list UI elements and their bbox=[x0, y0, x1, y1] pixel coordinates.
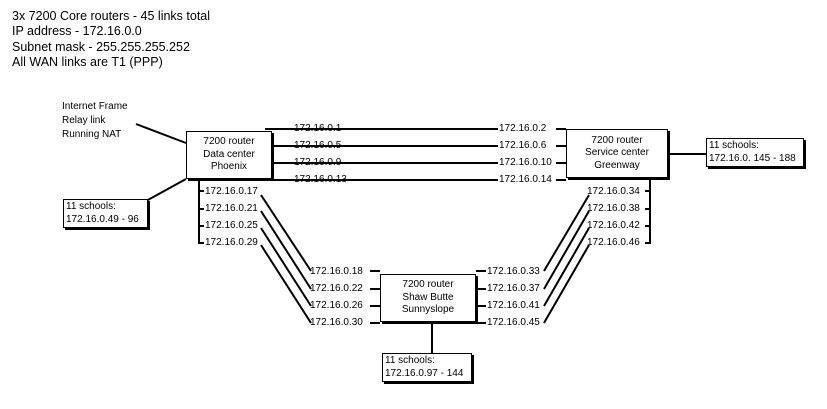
ip-label: 172.16.0.45 bbox=[487, 317, 540, 328]
ip-label: 172.16.0.17 bbox=[205, 186, 258, 197]
schools-label: 11 schools: bbox=[709, 140, 759, 151]
link-line-greenway-sunnyslope-3 bbox=[543, 227, 590, 307]
router-label: Data center bbox=[203, 148, 255, 160]
ip-label: 172.16.0.37 bbox=[487, 283, 540, 294]
internet-link-line bbox=[135, 123, 187, 144]
router-label: 7200 router bbox=[203, 136, 255, 148]
router-label: Service center bbox=[585, 147, 649, 159]
router-label: 7200 router bbox=[591, 134, 643, 146]
schools-sunnyslope: 11 schools: 172.16.0.97 - 144 bbox=[382, 353, 472, 382]
router-label: 7200 router bbox=[402, 279, 454, 291]
header-ip-address: IP address - 172.16.0.0 bbox=[12, 24, 142, 38]
ip-label: 172.16.0.10 bbox=[499, 157, 552, 168]
link-line-greenway-sunnyslope-4 bbox=[543, 244, 590, 324]
ip-label: 172.16.0.6 bbox=[499, 140, 547, 151]
phoenix-schools-line bbox=[145, 178, 187, 202]
router-label: Sunnyslope bbox=[401, 304, 455, 316]
header-core-routers: 3x 7200 Core routers - 45 links total bbox=[12, 9, 211, 23]
link-line-phoenix-sunnyslope-4 bbox=[260, 244, 312, 324]
router-label: Phoenix bbox=[210, 161, 248, 173]
ip-label: 172.16.0.14 bbox=[499, 174, 552, 185]
link-line-phoenix-sunnyslope-1 bbox=[260, 194, 312, 272]
ip-label: 172.16.0.34 bbox=[587, 186, 640, 197]
internet-note-line: Relay link bbox=[62, 115, 106, 126]
ip-label: 172.16.0.18 bbox=[310, 266, 363, 277]
ip-label: 172.16.0.29 bbox=[205, 237, 258, 248]
ip-label: 172.16.0.2 bbox=[499, 123, 547, 134]
link-line-phoenix-sunnyslope-2 bbox=[260, 210, 312, 290]
internet-note-line: Running NAT bbox=[62, 129, 122, 140]
router-greenway: 7200 router Service center Greenway bbox=[566, 129, 668, 178]
schools-label: 11 schools: bbox=[385, 355, 435, 366]
ip-label: 172.16.0.26 bbox=[310, 300, 363, 311]
ip-label: 172.16.0.13 bbox=[294, 174, 347, 185]
schools-range: 172.16.0.49 - 96 bbox=[66, 213, 139, 225]
ip-label: 172.16.0.21 bbox=[205, 203, 258, 214]
ip-label: 172.16.0.22 bbox=[310, 283, 363, 294]
router-label: Shaw Butte bbox=[402, 291, 454, 303]
link-line-greenway-sunnyslope-1 bbox=[543, 194, 590, 272]
ip-label: 172.16.0.41 bbox=[487, 300, 540, 311]
ip-label: 172.16.0.42 bbox=[587, 220, 640, 231]
ip-label: 172.16.0.5 bbox=[294, 140, 342, 151]
internet-note-line: Internet Frame bbox=[62, 101, 128, 112]
schools-range: 172.16.0.97 - 144 bbox=[385, 367, 464, 379]
internet-note: Internet Frame Relay link Running NAT bbox=[62, 100, 128, 142]
router-sunnyslope: 7200 router Shaw Butte Sunnyslope bbox=[380, 274, 476, 322]
schools-label: 11 schools: bbox=[66, 201, 116, 212]
header-subnet-mask: Subnet mask - 255.255.255.252 bbox=[12, 40, 190, 54]
link-line-greenway-sunnyslope-2 bbox=[543, 210, 590, 290]
schools-range: 172.16.0. 145 - 188 bbox=[709, 152, 796, 164]
schools-greenway: 11 schools: 172.16.0. 145 - 188 bbox=[706, 138, 804, 167]
ip-label: 172.16.0.46 bbox=[587, 237, 640, 248]
ip-label: 172.16.0.25 bbox=[205, 220, 258, 231]
header-wan-links: All WAN links are T1 (PPP) bbox=[12, 55, 163, 69]
ip-label: 172.16.0.30 bbox=[310, 317, 363, 328]
schools-phoenix: 11 schools: 172.16.0.49 - 96 bbox=[63, 199, 148, 228]
ip-label: 172.16.0.1 bbox=[294, 123, 342, 134]
ip-label: 172.16.0.33 bbox=[487, 266, 540, 277]
link-line-phoenix-sunnyslope-3 bbox=[260, 227, 312, 307]
router-phoenix: 7200 router Data center Phoenix bbox=[186, 131, 272, 179]
ip-label: 172.16.0.38 bbox=[587, 203, 640, 214]
router-label: Greenway bbox=[594, 159, 640, 171]
ip-label: 172.16.0.9 bbox=[294, 157, 342, 168]
